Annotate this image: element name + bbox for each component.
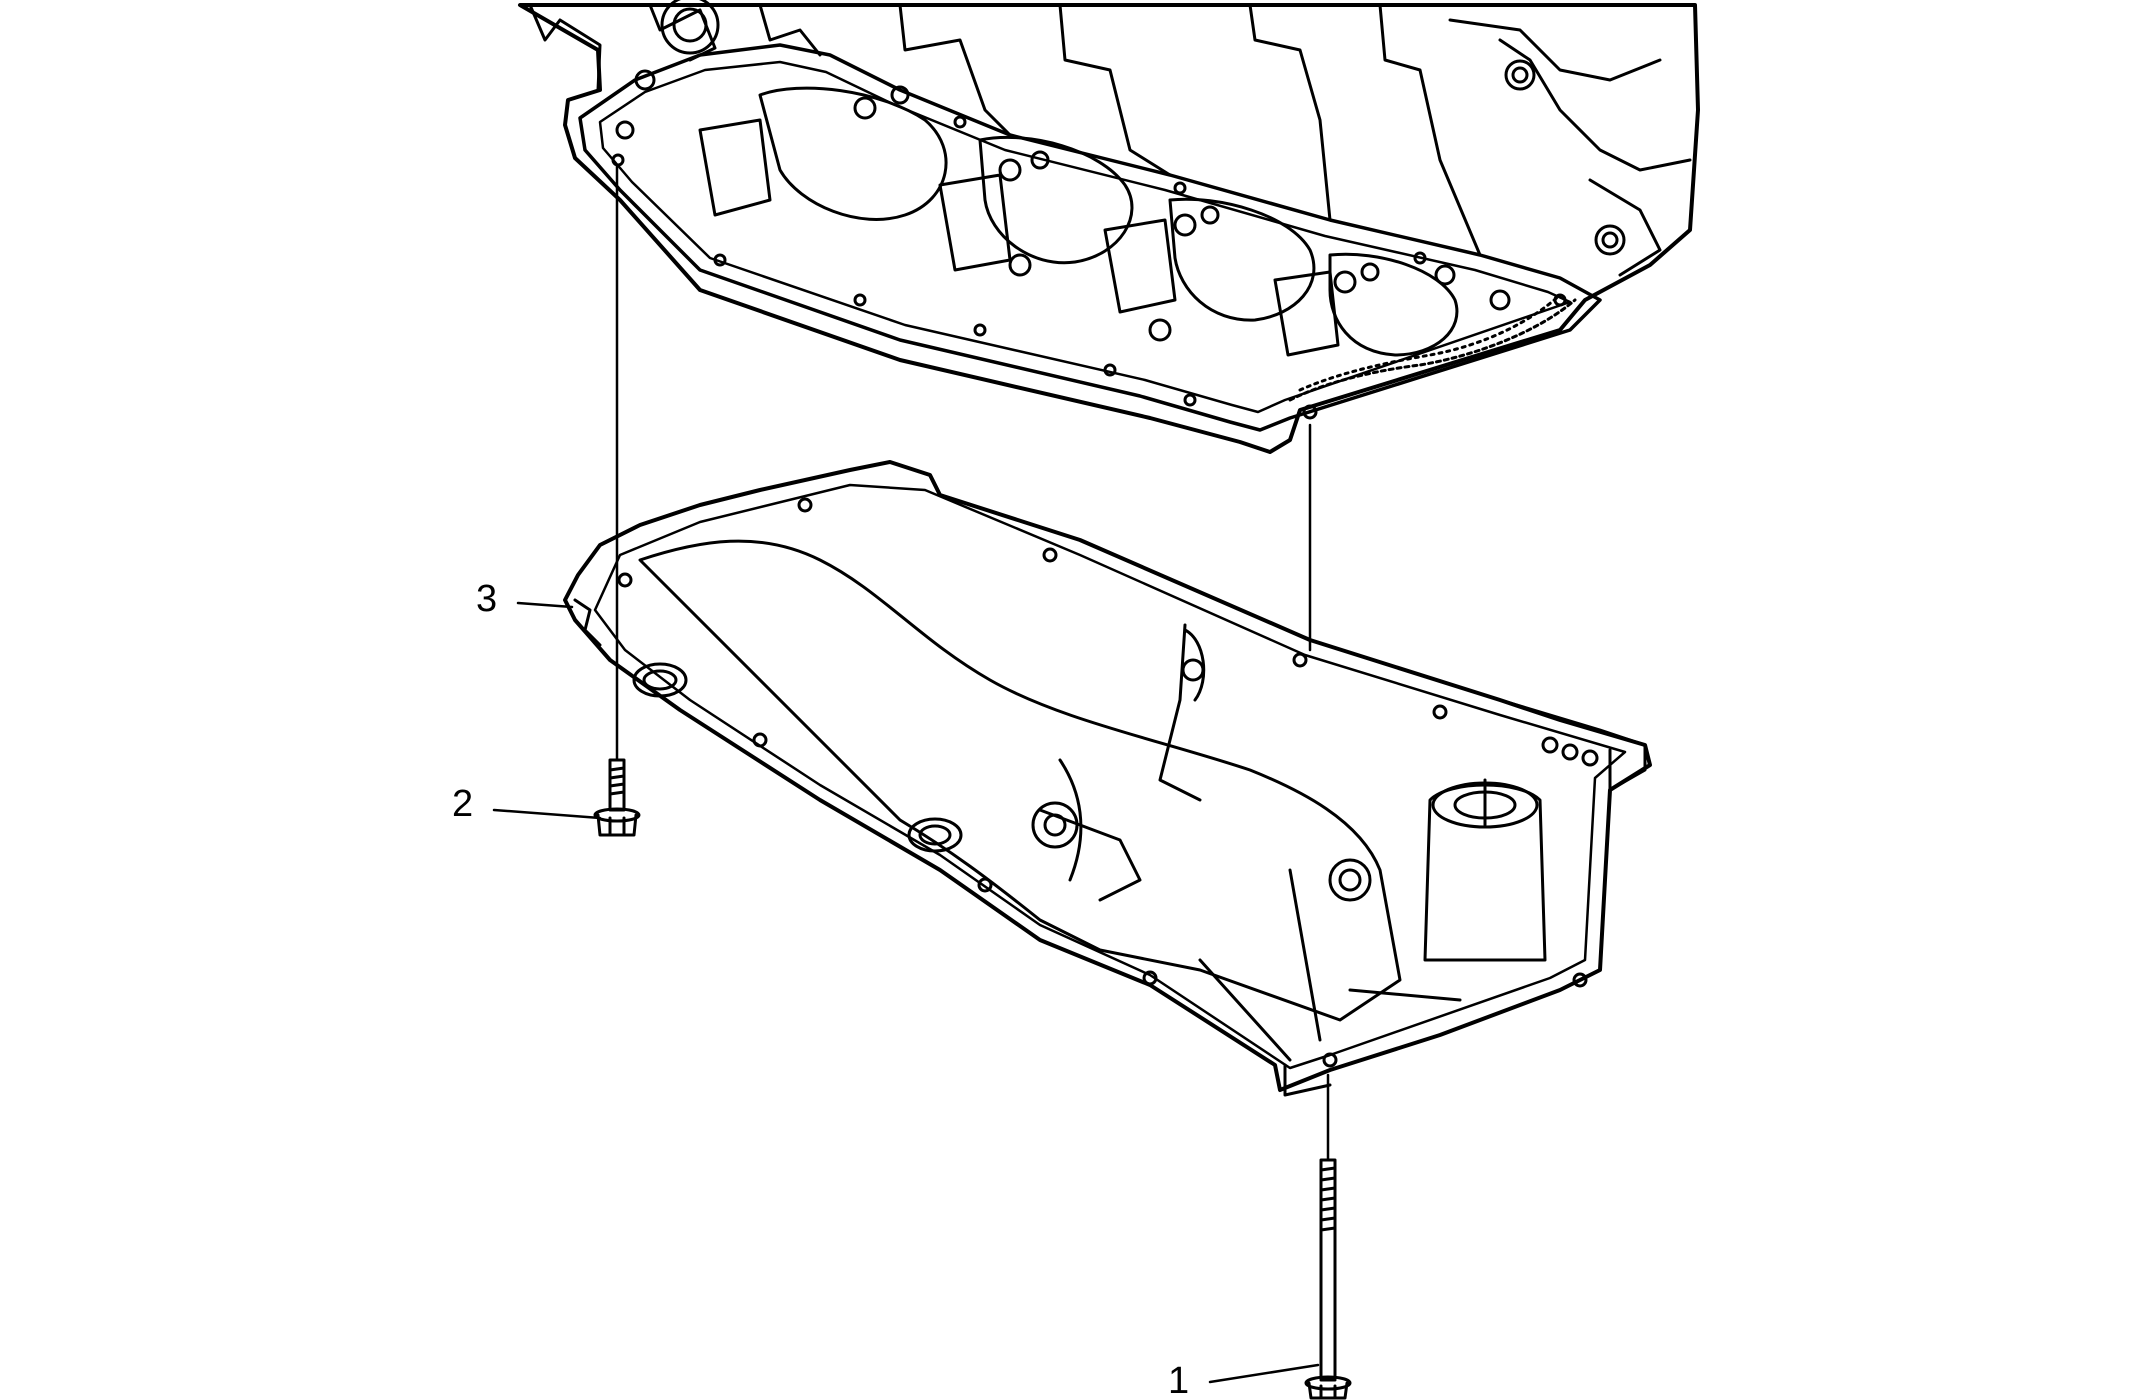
oil-pan (563, 460, 1652, 1097)
bolt-short (593, 758, 641, 837)
callout-2-leader (492, 808, 602, 820)
alignment-lines (615, 163, 1330, 1162)
engine-block (518, 0, 1700, 454)
callout-leaders (492, 601, 1320, 1384)
callout-1-leader (1208, 1363, 1320, 1384)
bolt-long (1304, 1158, 1352, 1400)
callout-1-label: 1 (1168, 1360, 1190, 1400)
callout-3-label: 3 (476, 578, 498, 620)
callout-3-leader (516, 601, 574, 609)
callout-2-label: 2 (452, 783, 474, 825)
